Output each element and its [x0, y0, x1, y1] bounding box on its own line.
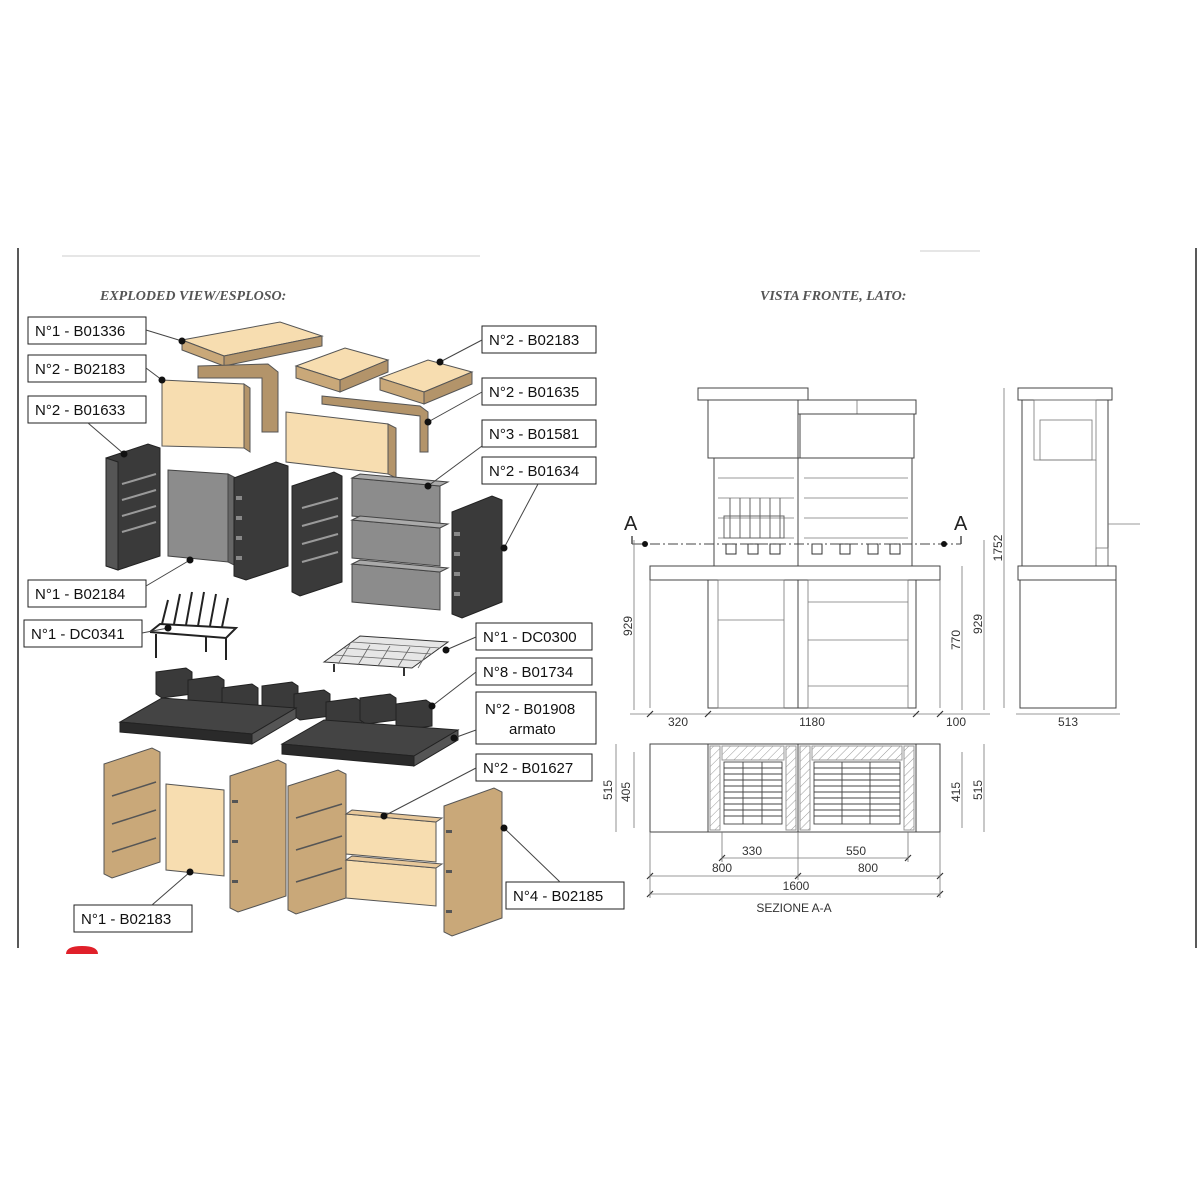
panel-b01635 — [285, 395, 429, 479]
svg-text:N°2 - B01627: N°2 - B01627 — [483, 760, 573, 777]
section-marker-right: A — [954, 513, 968, 535]
svg-text:N°3 - B01581: N°3 - B01581 — [489, 426, 579, 443]
svg-text:N°2 - B01633: N°2 - B01633 — [35, 402, 125, 419]
accent-mark — [66, 946, 98, 954]
plate-b01581-2 — [350, 515, 450, 567]
callout-b01908: N°2 - B01908 armato — [450, 691, 597, 745]
dim-550: 550 — [846, 844, 866, 858]
wall-b01634 — [451, 495, 503, 619]
dim-1600: 1600 — [783, 879, 810, 893]
plan-section-drawing — [649, 743, 941, 833]
exploded-parts — [103, 321, 503, 937]
callout-dc0300: N°1 - DC0300 — [442, 622, 593, 654]
wall-b02185-4 — [443, 787, 503, 937]
callout-b01635: N°2 - B01635 — [424, 377, 597, 426]
svg-text:N°1 - B02183: N°1 - B02183 — [81, 911, 171, 928]
wall-b01633-center — [233, 461, 289, 581]
dim-320: 320 — [668, 715, 688, 729]
dim-1752: 1752 — [991, 534, 1005, 561]
dim-405: 405 — [619, 782, 633, 802]
callouts: N°1 - B01336 N°2 - B02183 N°2 - B01633 N… — [23, 316, 625, 933]
grill-plan-right — [813, 761, 901, 825]
exploded-view-title: EXPLODED VIEW/ESPLOSO: — [99, 289, 286, 304]
slab-b01336 — [180, 321, 324, 367]
fire-rack-front — [723, 498, 785, 539]
wall-b02185-2 — [229, 759, 287, 913]
section-marker-left: A — [624, 513, 638, 535]
callout-b01633: N°2 - B01633 — [27, 395, 147, 458]
dim-929-left: 929 — [621, 616, 635, 636]
svg-text:N°4 - B02185: N°4 - B02185 — [513, 888, 603, 905]
wall-b01633-left — [105, 443, 161, 571]
wall-b02185-3 — [287, 769, 347, 915]
plate-b01627-1 — [344, 809, 444, 863]
dim-1180: 1180 — [799, 715, 825, 729]
dim-415: 415 — [949, 782, 963, 802]
svg-text:N°1 - DC0341: N°1 - DC0341 — [31, 626, 125, 643]
callout-b02183-left: N°2 - B02183 — [27, 354, 166, 384]
section-caption: SEZIONE A-A — [756, 901, 831, 915]
callout-b02183-right: N°2 - B02183 — [436, 325, 597, 366]
callout-b02185: N°4 - B02185 — [500, 824, 625, 910]
slab-b01908-left — [118, 697, 298, 745]
sheet-frame — [17, 248, 1197, 954]
plate-b01581-3 — [350, 559, 450, 611]
panel-b02183-a — [161, 363, 279, 453]
svg-text:N°2 - B02183: N°2 - B02183 — [489, 332, 579, 349]
svg-text:N°8 - B01734: N°8 - B01734 — [483, 664, 573, 681]
callout-b01734: N°8 - B01734 — [428, 657, 593, 710]
grill-plan-left — [723, 761, 783, 825]
front-view-title: VISTA FRONTE, LATO: — [760, 289, 906, 304]
svg-text:N°1 - B02184: N°1 - B02184 — [35, 586, 125, 603]
front-dimensions: 929 770 929 1752 320 1180 100 513 — [621, 388, 1120, 729]
svg-text:N°2 - B01635: N°2 - B01635 — [489, 384, 579, 401]
plan-dimensions: 515 405 415 515 330 550 800 800 1600 SEZ… — [601, 744, 985, 915]
callout-b01581: N°3 - B01581 — [424, 419, 597, 490]
dim-515-left: 515 — [601, 780, 615, 800]
svg-text:N°1 - DC0300: N°1 - DC0300 — [483, 629, 577, 646]
fire-rack-dc0341 — [149, 591, 239, 660]
dim-800-right: 800 — [858, 861, 878, 875]
dim-800-left: 800 — [712, 861, 732, 875]
callout-dc0341: N°1 - DC0341 — [23, 619, 172, 648]
plate-b01581-1 — [350, 473, 450, 525]
callout-b01336: N°1 - B01336 — [27, 316, 186, 345]
wall-b01633-right — [291, 471, 343, 597]
panel-b02184 — [167, 469, 237, 567]
callout-b01634: N°2 - B01634 — [481, 456, 597, 552]
callout-b02183-bottom: N°1 - B02183 — [73, 868, 194, 933]
dim-770: 770 — [949, 630, 963, 650]
svg-text:armato: armato — [509, 721, 556, 738]
slab-b02183-top-a — [294, 347, 390, 393]
dim-515-right: 515 — [971, 780, 985, 800]
svg-text:N°2 - B01634: N°2 - B01634 — [489, 463, 579, 480]
slab-b01908-right — [280, 719, 460, 767]
dim-929-right: 929 — [971, 614, 985, 634]
dim-513: 513 — [1058, 715, 1078, 729]
grill-dc0300 — [322, 635, 450, 676]
wall-b02185-1 — [103, 747, 161, 879]
callout-b01627: N°2 - B01627 — [380, 753, 593, 820]
callout-b02184: N°1 - B02184 — [27, 556, 194, 608]
front-view-drawing: A A — [624, 387, 1140, 709]
plate-b01627-2 — [344, 855, 444, 907]
svg-text:N°1 - B01336: N°1 - B01336 — [35, 323, 125, 340]
dim-100: 100 — [946, 715, 966, 729]
dim-330: 330 — [742, 844, 762, 858]
svg-text:N°2 - B02183: N°2 - B02183 — [35, 361, 125, 378]
svg-text:N°2 - B01908: N°2 - B01908 — [485, 701, 575, 718]
panel-b02183-b — [165, 783, 225, 877]
slab-b02183-top-b — [378, 359, 474, 405]
